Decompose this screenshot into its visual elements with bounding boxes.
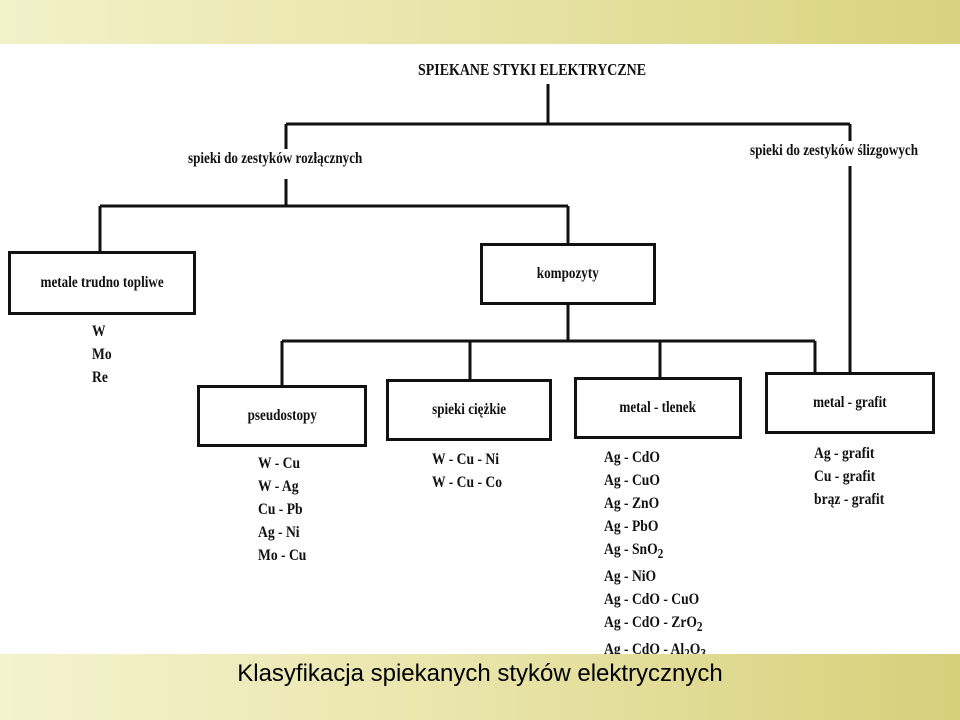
list-item: Ag - ZnO [604, 495, 660, 512]
list-item: Cu - grafit [814, 468, 876, 485]
formula-text: O [689, 641, 701, 659]
box-metal-oxide-label: metal - tlenek [619, 399, 697, 416]
box-metal-graphite: metal - grafit [765, 372, 935, 434]
list-heavy-sinters: W - Cu - Ni W - Cu - Co [432, 448, 502, 494]
box-heavy-sinters-label: spieki ciężkie [432, 401, 506, 418]
list-item: Ag - NiO [604, 568, 657, 586]
formula-text: Ag - SnO [604, 541, 658, 558]
box-composites-label: kompozyty [537, 265, 599, 282]
box-composites: kompozyty [480, 243, 656, 305]
list-item: W - Cu [258, 455, 301, 472]
list-item: brąz - grafit [814, 491, 885, 508]
formula-text: Ag - CdO - ZrO [604, 614, 697, 632]
list-item: Re [92, 369, 108, 386]
list-item: Ag - CuO [604, 472, 660, 489]
list-item: Ag - PbO [604, 518, 659, 535]
list-item: Mo - Cu [258, 547, 307, 564]
list-item: Mo [92, 346, 112, 363]
list-pseudoalloys: W - Cu W - Ag Cu - Pb Ag - Ni Mo - Cu [258, 452, 306, 567]
branch-label-sliding-contacts: spieki do zestyków ślizgowych [750, 142, 919, 159]
list-metal-graphite: Ag - grafit Cu - grafit brąz - grafit [814, 442, 884, 511]
top-band [0, 0, 960, 44]
root-title: SPIEKANE STYKI ELEKTRYCZNE [418, 60, 647, 79]
box-pseudoalloys: pseudostopy [197, 385, 367, 447]
formula-subscript: 2 [696, 619, 703, 635]
list-item: Ag - SnO2 [604, 538, 706, 565]
branch-label-break-contacts: spieki do zestyków rozłącznych [188, 150, 363, 167]
list-item: Ag - grafit [814, 445, 875, 462]
list-refractory-metals: W Mo Re [92, 320, 112, 389]
list-item: Ag - Ni [258, 524, 300, 541]
box-heavy-sinters: spieki ciężkie [386, 379, 552, 441]
formula-subscript: 2 [657, 546, 664, 562]
list-item: W [92, 323, 106, 340]
list-item: W - Ag [258, 478, 299, 495]
box-refractory-metals: metale trudno topliwe [8, 251, 196, 315]
bottom-band [0, 654, 960, 720]
box-metal-graphite-label: metal - grafit [813, 394, 887, 411]
list-item: Ag - CdO [604, 449, 660, 466]
slide-caption: Klasyfikacja spiekanych styków elektrycz… [237, 660, 723, 687]
list-item: W - Cu - Co [432, 474, 503, 491]
classification-diagram: SPIEKANE STYKI ELEKTRYCZNE spieki do zes… [0, 44, 960, 662]
box-pseudoalloys-label: pseudostopy [247, 407, 317, 424]
box-metal-oxide: metal - tlenek [574, 377, 742, 439]
list-item: Cu - Pb [258, 501, 303, 518]
list-item: Ag - CdO - ZrO2 [604, 611, 706, 638]
list-item: Ag - CdO - CuO [604, 591, 700, 609]
connector-lines [98, 84, 852, 386]
list-item: W - Cu - Ni [432, 451, 500, 468]
box-refractory-metals-label: metale trudno topliwe [40, 274, 164, 291]
list-metal-oxide: Ag - CdO Ag - CuO Ag - ZnO Ag - PbO Ag -… [604, 446, 706, 666]
